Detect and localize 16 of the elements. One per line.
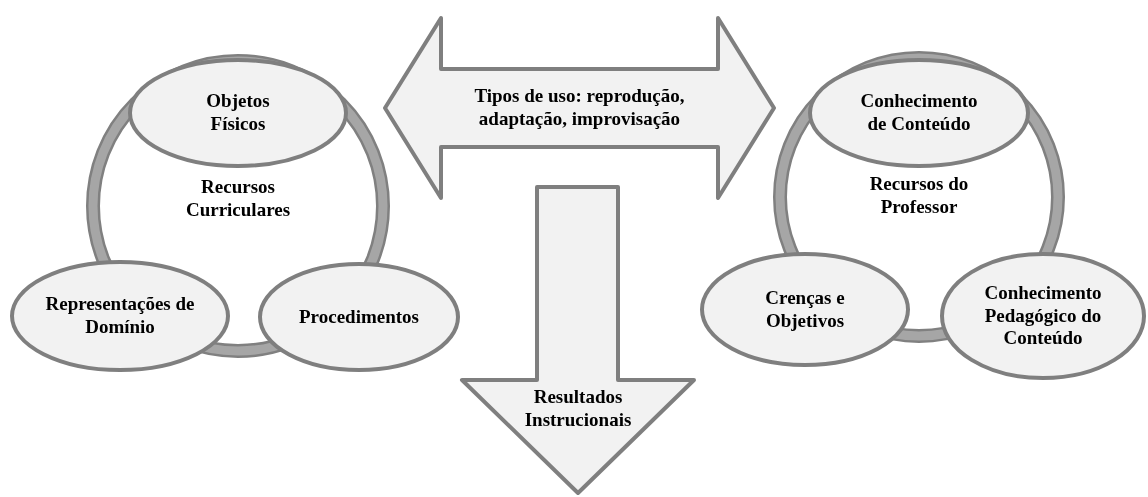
down-block-arrow (460, 185, 696, 495)
ellipse-node (700, 252, 910, 367)
double-block-arrow (383, 16, 776, 200)
node-label: Tipos de uso: reprodução, adaptação, improvisação (473, 85, 686, 131)
ellipse-node (258, 262, 460, 372)
node-label: Conhecimento de Conteúdo (859, 90, 979, 136)
node-label: Conhecimento Pedagógico do Conteúdo (983, 281, 1103, 351)
ellipse-node (940, 252, 1146, 380)
node-label: Recursos do Professor (868, 173, 970, 219)
node-label: Recursos Curriculares (184, 176, 292, 222)
node-label: Resultados Instrucionais (523, 386, 633, 432)
node-label: Procedimentos (299, 305, 419, 329)
node-label: Objetos Físicos (205, 90, 271, 136)
node-label: Representações de Domínio (44, 293, 196, 339)
ellipse-node (10, 260, 230, 372)
node-label: Crenças e Objetivos (764, 286, 846, 333)
